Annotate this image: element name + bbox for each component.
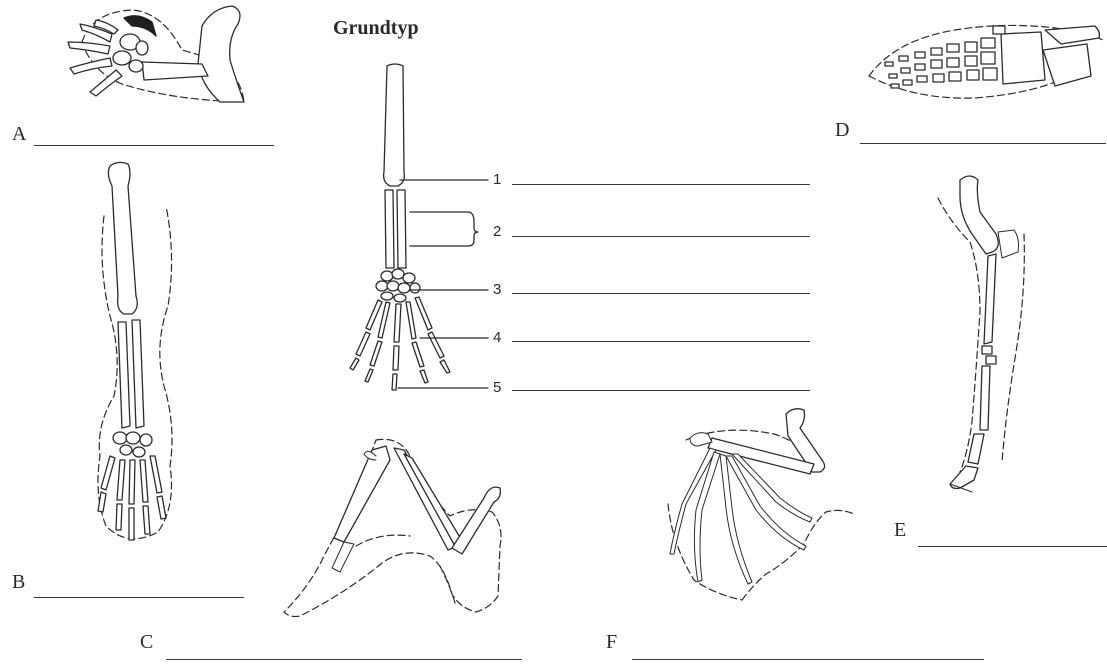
figure-c-answer-line[interactable] [166, 659, 522, 660]
callout-number-4: 4 [493, 330, 501, 345]
answer-line-4[interactable] [512, 341, 810, 342]
figure-c-letter: C [140, 632, 153, 652]
callout-number-2: 2 [493, 224, 501, 239]
figure-d-letter: D [835, 120, 849, 140]
figure-c-drawing [280, 436, 510, 622]
figure-f-answer-line[interactable] [632, 659, 984, 660]
callout-number-5: 5 [493, 380, 501, 395]
figure-e-drawing [930, 172, 1030, 498]
figure-f-letter: F [606, 632, 617, 652]
figure-b-letter: B [12, 572, 25, 592]
figure-e-answer-line[interactable] [918, 546, 1107, 547]
title-grundtyp: Grundtyp [333, 18, 419, 38]
figure-b-answer-line[interactable] [34, 597, 244, 598]
callout-number-1: 1 [493, 172, 501, 187]
answer-line-2[interactable] [512, 236, 810, 237]
figure-a-drawing [52, 2, 252, 110]
figure-a-answer-line[interactable] [34, 145, 274, 146]
figure-e-letter: E [894, 520, 906, 540]
answer-line-1[interactable] [512, 184, 810, 185]
figure-f-drawing [664, 404, 864, 604]
answer-line-5[interactable] [512, 390, 810, 391]
callout-number-3: 3 [493, 282, 501, 297]
figure-a-letter: A [12, 124, 26, 144]
figure-b-drawing [88, 156, 188, 550]
figure-d-drawing [855, 20, 1105, 110]
answer-line-3[interactable] [512, 293, 810, 294]
figure-d-answer-line[interactable] [860, 143, 1106, 144]
